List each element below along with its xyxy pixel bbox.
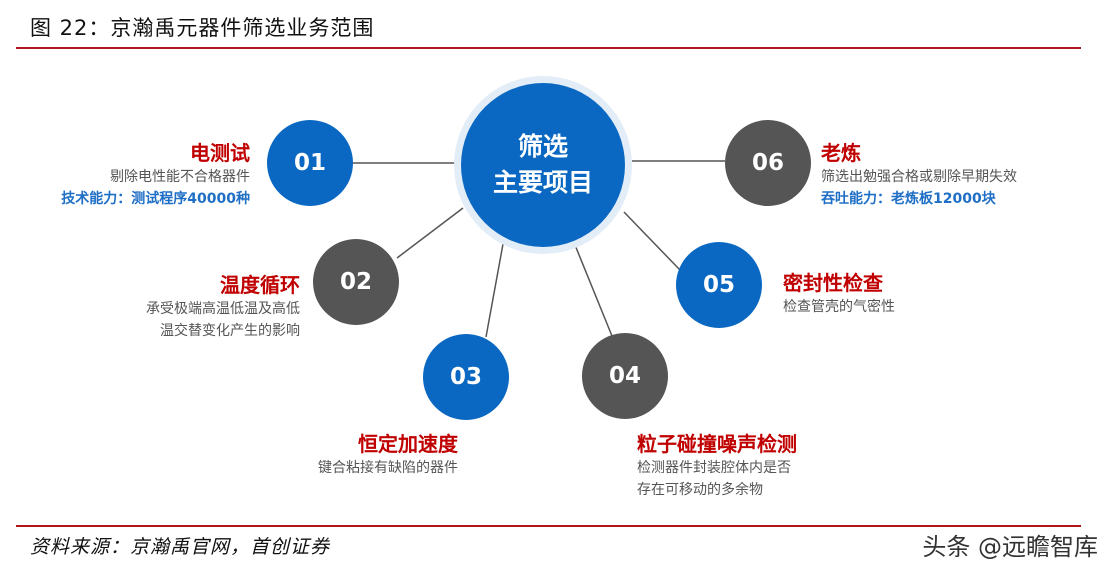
figure-title: 图 22：京瀚禹元器件筛选业务范围: [30, 16, 375, 40]
connector-03: [485, 243, 504, 338]
item-desc-04a: 检测器件封装腔体内是否: [637, 460, 791, 476]
item-title-05: 密封性检查: [783, 271, 883, 295]
item-desc-02a: 承受极端高温低温及高低: [146, 301, 300, 317]
label-block-03: 恒定加速度 键合粘接有缺陷的器件: [318, 431, 458, 479]
node-number-04: 04: [608, 363, 641, 389]
item-title-02: 温度循环: [220, 273, 300, 297]
item-title-06: 老炼: [821, 141, 861, 165]
node-number-06: 06: [751, 150, 784, 176]
item-desc-05: 检查管壳的气密性: [783, 299, 895, 315]
node-number-02: 02: [339, 269, 372, 295]
circle-06: [725, 120, 811, 206]
watermark: 头条 @远瞻智库: [922, 533, 1098, 561]
connector-05: [623, 211, 681, 271]
circle-01: [267, 120, 353, 206]
connector-02: [396, 207, 464, 259]
item-desc-02b: 温交替变化产生的影响: [160, 323, 300, 339]
circle-02: [313, 239, 399, 325]
top-divider: [16, 47, 1081, 49]
node-number-05: 05: [702, 272, 735, 298]
item-desc-06: 筛选出勉强合格或剔除早期失效: [821, 169, 1017, 185]
item-title-04: 粒子碰撞噪声检测: [637, 432, 797, 456]
center-label-line1: 筛选: [517, 132, 568, 161]
connector-04: [574, 244, 613, 337]
connector-lines: [353, 160, 725, 338]
circle-04: [582, 333, 668, 419]
label-block-01: 电测试 剔除电性能不合格器件 技术能力：测试程序40000种: [61, 140, 250, 210]
circle-05: [676, 242, 762, 328]
label-block-06: 老炼 筛选出勉强合格或剔除早期失效 吞吐能力：老炼板12000块: [821, 140, 1017, 210]
node-number-03: 03: [449, 364, 482, 390]
item-capability-06: 吞吐能力：老炼板12000块: [821, 191, 996, 207]
item-title-03: 恒定加速度: [358, 432, 458, 456]
source-note: 资料来源：京瀚禹官网，首创证券: [30, 536, 331, 558]
circle-03: [423, 334, 509, 420]
item-desc-01: 剔除电性能不合格器件: [110, 169, 250, 185]
item-desc-03: 键合粘接有缺陷的器件: [318, 460, 458, 476]
item-capability-01: 技术能力：测试程序40000种: [61, 191, 250, 207]
label-block-04: 粒子碰撞噪声检测 检测器件封装腔体内是否 存在可移动的多余物: [637, 431, 797, 501]
item-desc-04b: 存在可移动的多余物: [637, 482, 763, 498]
center-label-line2: 主要项目: [492, 168, 593, 197]
node-number-01: 01: [293, 150, 326, 176]
label-block-05: 密封性检查 检查管壳的气密性: [783, 270, 895, 318]
center-circle: [461, 83, 625, 247]
bottom-divider: [16, 525, 1081, 527]
label-block-02: 温度循环 承受极端高温低温及高低 温交替变化产生的影响: [146, 272, 300, 342]
item-title-01: 电测试: [190, 141, 250, 165]
